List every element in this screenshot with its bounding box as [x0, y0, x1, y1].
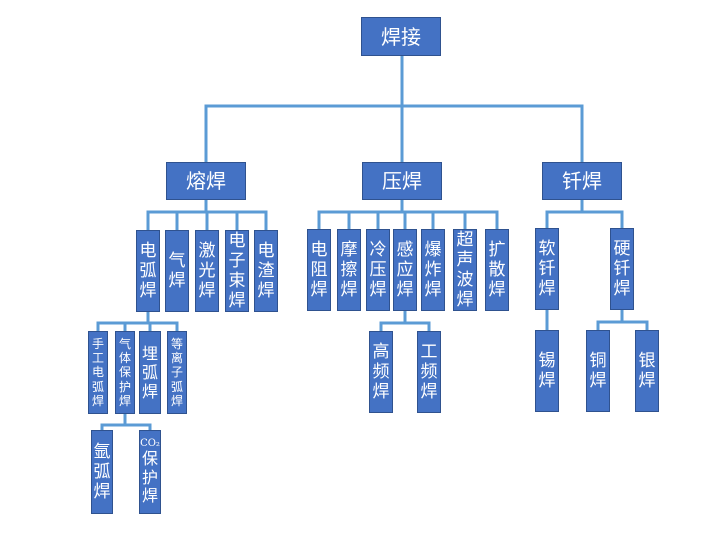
node-label: 焊接: [381, 24, 421, 49]
node-label: 气 焊: [168, 250, 186, 291]
node-label: 电 弧 焊: [139, 240, 157, 302]
node-power-frequency-welding: 工 频 焊: [417, 331, 441, 413]
node-label: 爆 炸 焊: [424, 239, 442, 301]
node-explosive-welding: 爆 炸 焊: [421, 229, 445, 311]
node-gas-shielded-welding: 气 体 保 护 焊: [115, 331, 135, 414]
node-tin-soldering: 锡 焊: [535, 330, 559, 412]
node-label: 高 频 焊: [372, 341, 390, 403]
node-cold-pressure-welding: 冷 压 焊: [366, 229, 390, 311]
node-silver-brazing: 银 焊: [635, 330, 659, 412]
node-label: 冷 压 焊: [369, 239, 387, 301]
node-label: 超 声 波 焊: [456, 229, 474, 311]
node-label: 手 工 电 弧 焊: [91, 336, 104, 409]
node-label: 气 体 保 护 焊: [118, 336, 131, 409]
node-label: 氩 弧 焊: [93, 441, 111, 503]
node-pressure-welding: 压焊: [362, 162, 442, 200]
node-label: 钎焊: [562, 169, 602, 193]
node-label: 埋 弧 焊: [141, 343, 158, 402]
node-label: 铜 焊: [589, 350, 607, 391]
node-induction-welding: 感 应 焊: [393, 229, 417, 311]
node-label: 熔焊: [186, 169, 226, 193]
node-electroslag-welding: 电 渣 焊: [254, 230, 278, 312]
node-welding-root: 焊接: [361, 17, 441, 56]
node-label: 激 光 焊: [198, 240, 216, 302]
node-co2-shielded-welding: CO₂ 保 护 焊: [139, 430, 161, 514]
node-ultrasonic-welding: 超 声 波 焊: [453, 229, 477, 311]
node-soldering: 软 钎 焊: [535, 228, 559, 310]
node-label: 硬 钎 焊: [613, 238, 631, 300]
node-high-frequency-welding: 高 频 焊: [369, 331, 393, 413]
node-label-formula: CO₂: [140, 437, 160, 449]
node-argon-arc-welding: 氩 弧 焊: [91, 430, 113, 514]
node-submerged-arc-welding: 埋 弧 焊: [139, 331, 161, 414]
node-plasma-arc-welding: 等 离 子 弧 焊: [167, 331, 187, 414]
node-label: 银 焊: [638, 350, 656, 391]
node-label: 电 阻 焊: [310, 239, 328, 301]
node-diffusion-welding: 扩 散 焊: [485, 229, 509, 311]
node-electron-beam-welding: 电 子 束 焊: [225, 230, 249, 312]
node-label: 软 钎 焊: [538, 238, 556, 300]
node-friction-welding: 摩 擦 焊: [337, 229, 361, 311]
node-hard-brazing: 硬 钎 焊: [610, 228, 634, 310]
node-label: 感 应 焊: [396, 239, 414, 301]
node-resistance-welding: 电 阻 焊: [307, 229, 331, 311]
node-label: 压焊: [382, 169, 422, 193]
node-arc-welding: 电 弧 焊: [136, 230, 160, 312]
node-fusion-welding: 熔焊: [166, 162, 246, 200]
node-label: 电 渣 焊: [257, 240, 275, 302]
node-label: 锡 焊: [538, 350, 556, 391]
node-manual-arc-welding: 手 工 电 弧 焊: [88, 331, 108, 414]
node-copper-brazing: 铜 焊: [586, 330, 610, 412]
node-label: 等 离 子 弧 焊: [170, 336, 183, 409]
node-label: 保 护 焊: [141, 448, 158, 506]
node-laser-welding: 激 光 焊: [195, 230, 219, 312]
node-label: 扩 散 焊: [488, 239, 506, 301]
node-brazing: 钎焊: [542, 162, 622, 200]
node-label: 摩 擦 焊: [340, 239, 358, 301]
node-label: 电 子 束 焊: [228, 230, 246, 312]
node-label: 工 频 焊: [420, 341, 438, 403]
node-gas-welding: 气 焊: [165, 230, 189, 312]
